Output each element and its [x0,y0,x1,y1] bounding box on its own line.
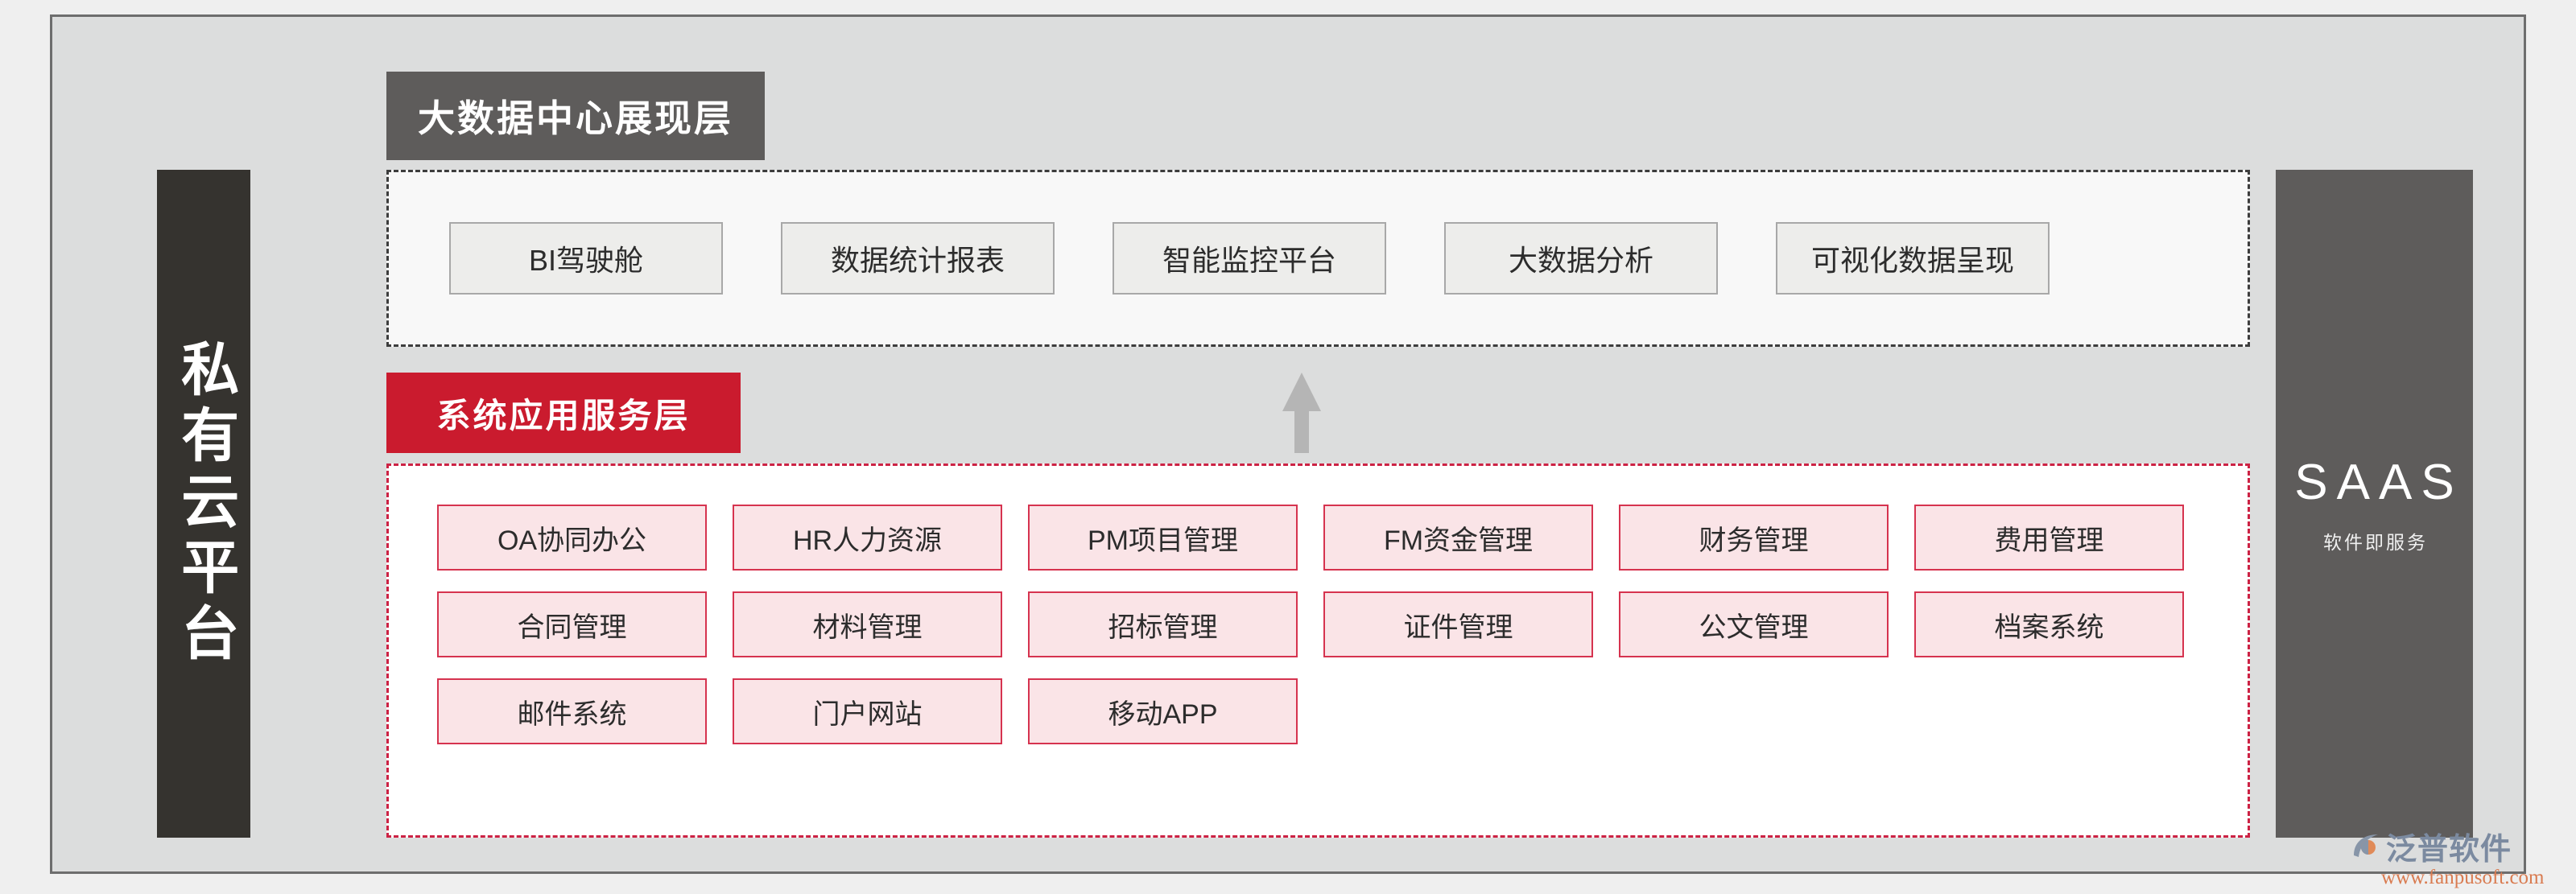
app-row: OA协同办公 HR人力资源 PM项目管理 FM资金管理 财务管理 费用管理 [437,505,2248,571]
private-cloud-label: 私有云平台 [171,339,237,669]
app-module-box[interactable]: 邮件系统 [437,678,707,744]
bigdata-item[interactable]: 可视化数据呈现 [1776,222,2050,295]
app-module-box[interactable]: 移动APP [1028,678,1298,744]
up-arrow-icon [1282,373,1321,453]
section-tag-bigdata: 大数据中心展现层 [386,72,765,160]
app-services-panel: OA协同办公 HR人力资源 PM项目管理 FM资金管理 财务管理 费用管理 合同… [386,463,2250,838]
app-module-box[interactable]: FM资金管理 [1323,505,1593,571]
saas-title: SAAS [2294,454,2463,510]
app-row: 合同管理 材料管理 招标管理 证件管理 公文管理 档案系统 [437,591,2248,657]
app-module-box[interactable]: HR人力资源 [733,505,1002,571]
bigdata-item[interactable]: BI驾驶舱 [449,222,723,295]
app-module-box[interactable]: 门户网站 [733,678,1002,744]
app-module-box[interactable]: OA协同办公 [437,505,707,571]
private-cloud-pillar: 私有云平台 [157,170,250,838]
bigdata-item[interactable]: 智能监控平台 [1113,222,1386,295]
diagram-frame: 私有云平台 大数据中心展现层 BI驾驶舱 数据统计报表 智能监控平台 大数据分析… [50,14,2526,874]
bigdata-item[interactable]: 数据统计报表 [781,222,1055,295]
section-tag-app-services: 系统应用服务层 [386,373,741,453]
watermark: 泛普软件 www.fanpusoft.com [2351,824,2545,889]
bigdata-item[interactable]: 大数据分析 [1444,222,1718,295]
app-module-box[interactable]: 证件管理 [1323,591,1593,657]
saas-subtitle: 软件即服务 [2323,531,2428,553]
app-module-box[interactable]: 合同管理 [437,591,707,657]
app-module-box[interactable]: 招标管理 [1028,591,1298,657]
app-module-box[interactable]: PM项目管理 [1028,505,1298,571]
app-module-box[interactable]: 档案系统 [1914,591,2184,657]
watermark-url: www.fanpusoft.com [2381,867,2545,888]
app-module-box[interactable]: 财务管理 [1619,505,1889,571]
bigdata-panel: BI驾驶舱 数据统计报表 智能监控平台 大数据分析 可视化数据呈现 [386,170,2250,347]
watermark-top: 泛普软件 [2351,824,2512,868]
watermark-name: 泛普软件 [2386,833,2512,867]
app-module-box[interactable]: 费用管理 [1914,505,2184,571]
fanpu-logo-icon [2354,834,2378,857]
app-row: 邮件系统 门户网站 移动APP [437,678,2248,744]
app-module-box[interactable]: 材料管理 [733,591,1002,657]
saas-pillar: SAAS 软件即服务 [2276,170,2473,838]
app-module-box[interactable]: 公文管理 [1619,591,1889,657]
